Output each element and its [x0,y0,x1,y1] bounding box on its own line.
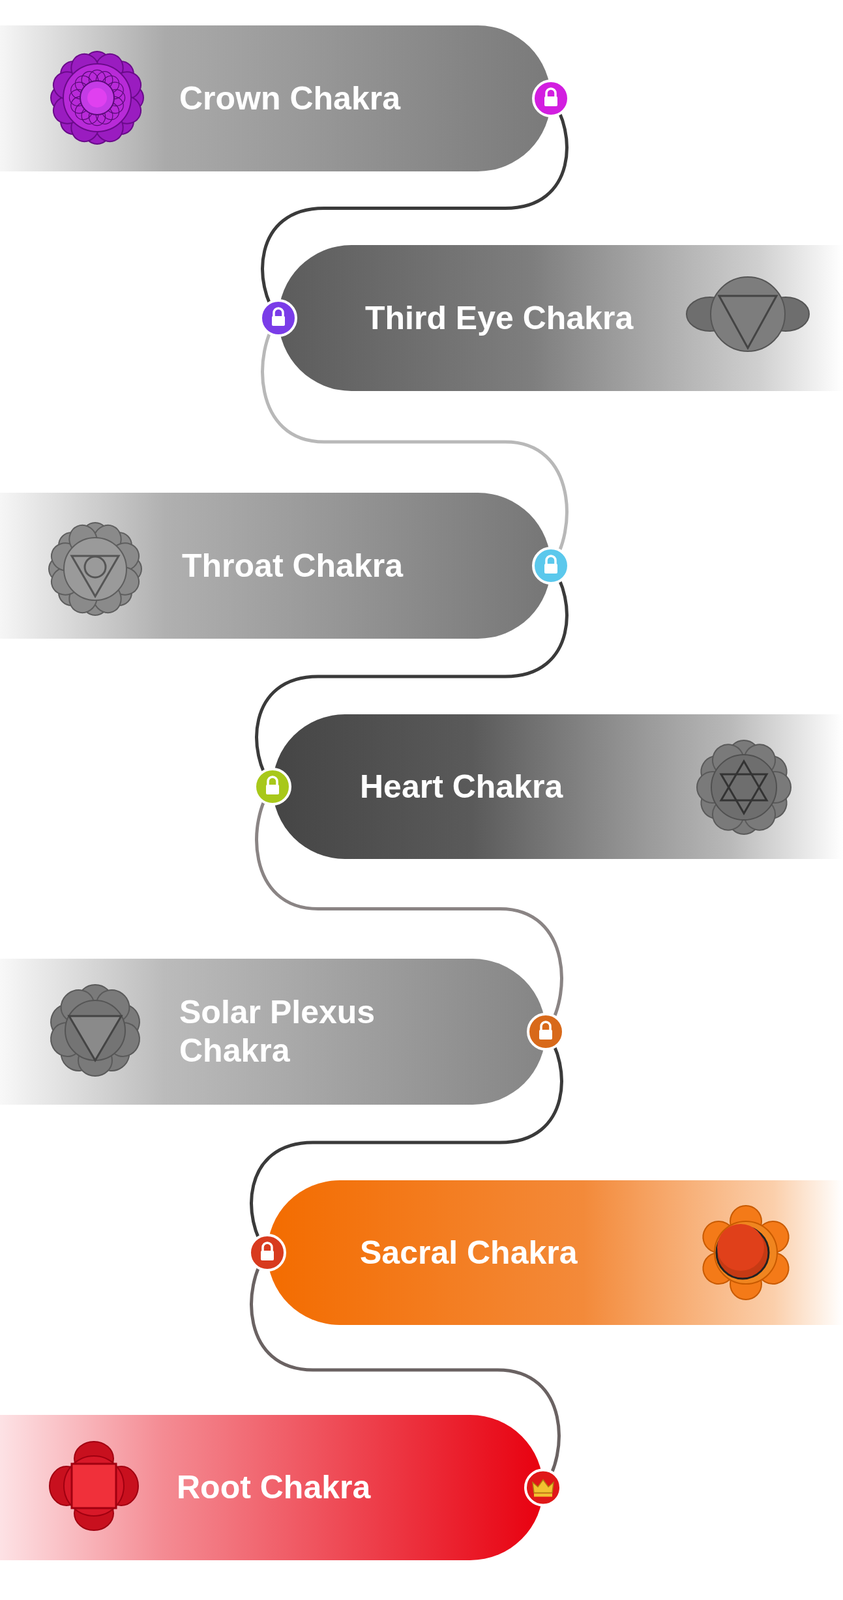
chakra-pill: Third Eye Chakra [278,245,843,392]
chakra-pill: Sacral Chakra [267,1180,843,1326]
chakra-pill: Throat Chakra [0,492,551,639]
chakra-label: Crown Chakra [179,79,401,119]
chakra-pill: Heart Chakra [272,714,843,860]
chakra-label: Throat Chakra [181,547,403,586]
chakra-pill: Root Chakra [0,1415,544,1561]
chakra-label: Third Eye Chakra [365,299,634,338]
chakra-pill: Solar Plexus Chakra [0,959,546,1106]
chakra-label: Solar Plexus Chakra [179,993,454,1071]
chakra-label: Sacral Chakra [359,1234,578,1273]
chakra-label: Heart Chakra [359,768,563,807]
chakra-pill: Crown Chakra [0,25,551,172]
chakra-label: Root Chakra [176,1468,371,1508]
